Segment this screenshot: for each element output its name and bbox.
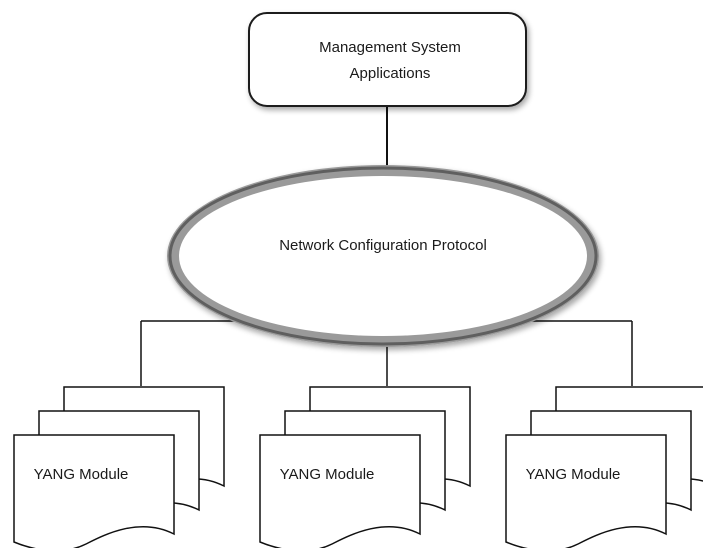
yang-module-stack-2: YANG Module bbox=[259, 386, 471, 548]
management-title-line2: Applications bbox=[350, 65, 431, 82]
yang-module-page bbox=[505, 434, 667, 548]
yang-module-stack-3: YANG Module bbox=[505, 386, 703, 548]
yang-module-label: YANG Module bbox=[34, 466, 129, 483]
yang-module-stack-1: YANG Module bbox=[13, 386, 225, 548]
yang-module-page bbox=[13, 434, 175, 548]
protocol-ellipse: Network Configuration Protocol bbox=[167, 165, 599, 347]
management-system-box: Management System Applications bbox=[248, 12, 527, 107]
yang-module-label: YANG Module bbox=[280, 466, 375, 483]
management-title-line1: Management System bbox=[319, 39, 461, 56]
yang-module-label: YANG Module bbox=[526, 466, 621, 483]
protocol-label: Network Configuration Protocol bbox=[279, 237, 487, 254]
yang-module-page bbox=[259, 434, 421, 548]
